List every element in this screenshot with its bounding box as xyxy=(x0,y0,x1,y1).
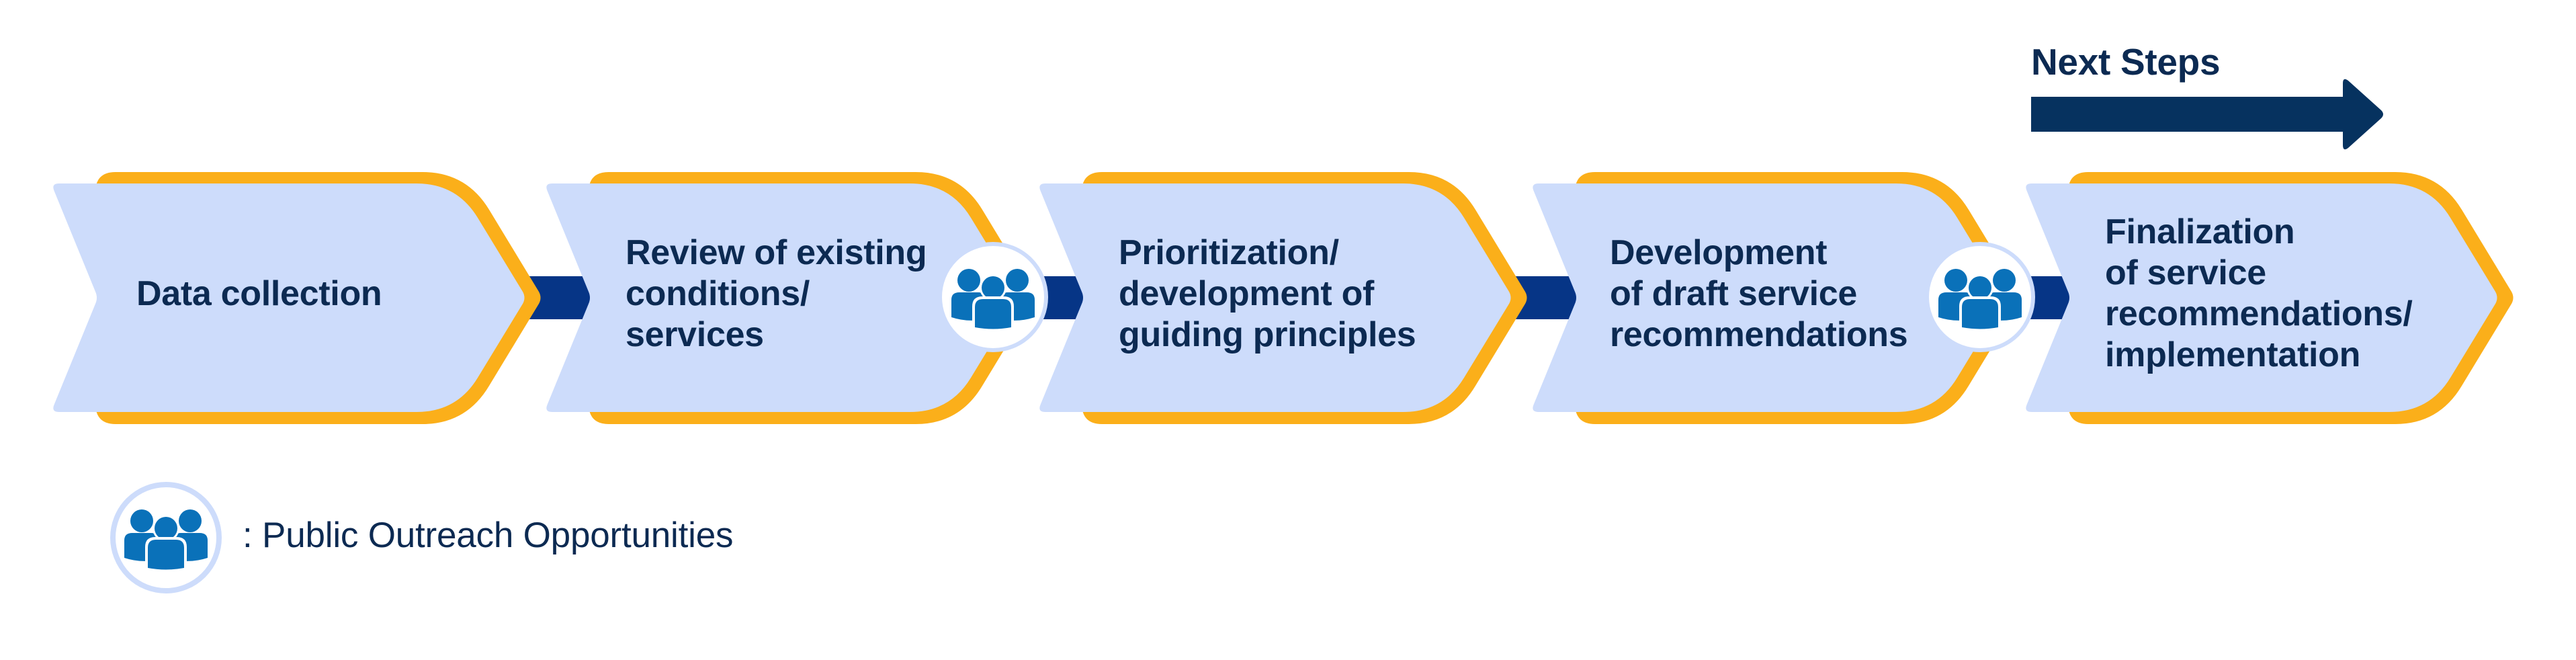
step-2-label: Review of existing conditions/ services xyxy=(626,179,927,408)
outreach-marker-2 xyxy=(1925,242,2035,352)
legend-marker xyxy=(110,482,222,593)
step-2-shape xyxy=(546,172,1034,424)
step-5-shape xyxy=(2026,172,2514,424)
step-5-line-2: of service xyxy=(2105,253,2266,292)
legend-label: : Public Outreach Opportunities xyxy=(243,515,734,555)
next-steps-arrow-icon xyxy=(2031,79,2383,150)
step-4-label: Development of draft service recommendat… xyxy=(1610,179,1908,408)
step-5-label: Finalization of service recommendations/… xyxy=(2105,179,2413,408)
step-4-line-1: Development xyxy=(1610,233,1828,272)
outreach-marker-1 xyxy=(938,242,1048,352)
step-3-shape xyxy=(1039,172,1527,424)
step-2-line-1: Review of existing xyxy=(626,233,927,272)
step-5-line-1: Finalization xyxy=(2105,212,2295,251)
step-1-shape xyxy=(53,172,541,424)
next-steps-label: Next Steps xyxy=(2031,41,2221,83)
step-3-line-2: development of xyxy=(1119,274,1375,313)
step-2-line-3: services xyxy=(626,315,764,354)
step-3-line-3: guiding principles xyxy=(1119,315,1416,354)
step-5-line-3: recommendations/ xyxy=(2105,294,2413,333)
step-5-line-4: implementation xyxy=(2105,335,2361,374)
step-2-line-2: conditions/ xyxy=(626,274,810,313)
step-1-line-1: Data collection xyxy=(136,274,382,313)
step-4-shape xyxy=(1533,172,2020,424)
step-1-label: Data collection xyxy=(136,179,382,408)
step-4-line-3: recommendations xyxy=(1610,315,1908,354)
step-3-line-1: Prioritization/ xyxy=(1119,233,1339,272)
step-3-label: Prioritization/ development of guiding p… xyxy=(1119,179,1416,408)
step-4-line-2: of draft service xyxy=(1610,274,1858,313)
